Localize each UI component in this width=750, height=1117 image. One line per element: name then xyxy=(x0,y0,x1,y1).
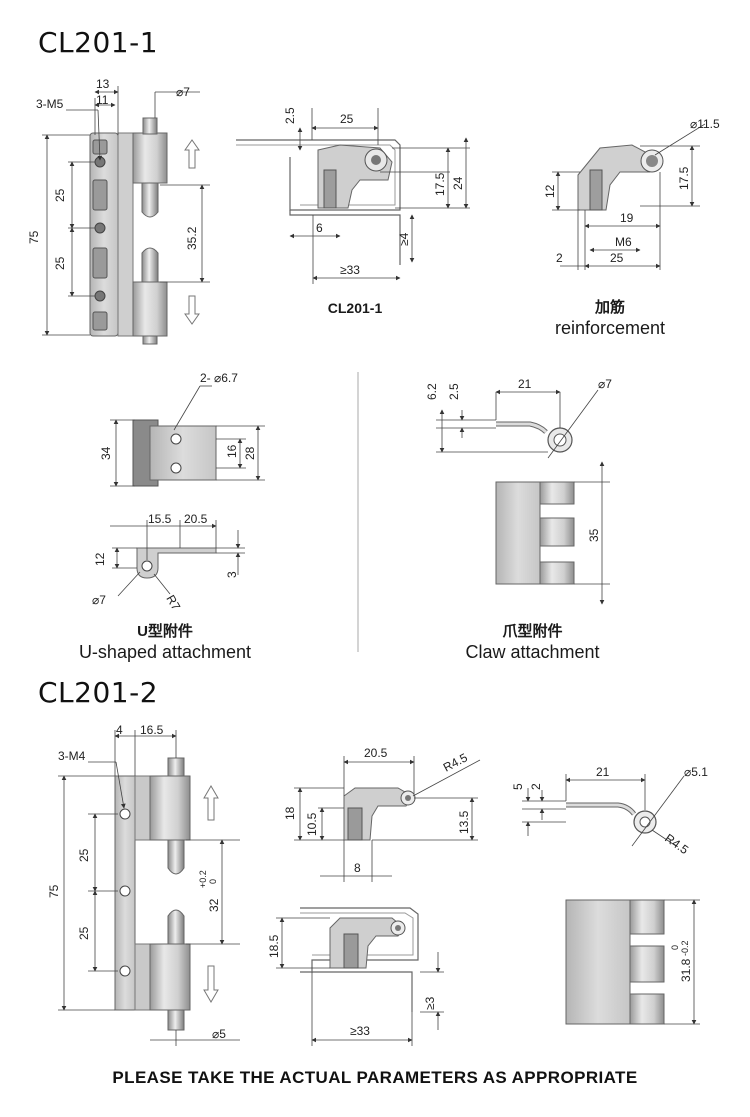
caption-reinforcement-en: reinforcement xyxy=(554,318,666,338)
caption-claw-en: Claw attachment xyxy=(465,642,600,662)
cl201-2-claw-side-view: 5 2 21 ⌀5.1 R4.5 xyxy=(511,765,708,857)
dim-3: 3 xyxy=(225,571,239,578)
dim-19: 19 xyxy=(620,211,634,225)
dim-4: 4 xyxy=(116,723,123,737)
dim-11: 11 xyxy=(96,93,109,107)
dim-d11-5: ⌀11.5 xyxy=(690,117,720,131)
dim-75-2: 75 xyxy=(47,884,61,898)
dim-25-2b: 25 xyxy=(77,926,91,940)
dim-13: 13 xyxy=(96,77,110,91)
dim-18-5: 18.5 xyxy=(267,934,281,958)
dim-31-8: 31.8 xyxy=(679,958,693,982)
dim-3m4: 3-M4 xyxy=(58,749,86,763)
dim-35-2: 35.2 xyxy=(185,226,199,250)
cl201-2-side-view-top: 20.5 R4.5 18 10.5 13.5 8 xyxy=(283,746,481,882)
dim-34: 34 xyxy=(99,446,113,460)
dim-17-5: 17.5 xyxy=(433,172,447,196)
dim-r4-5: R4.5 xyxy=(441,750,470,774)
dim-6-2: 6.2 xyxy=(425,383,439,400)
dim-35: 35 xyxy=(587,528,601,542)
dim-d5: ⌀5 xyxy=(212,1027,226,1041)
dim-16: 16 xyxy=(225,444,239,458)
u-attachment-side-view: 15.5 20.5 12 3 ⌀7 R7 xyxy=(92,512,245,613)
dim-r4-5-2: R4.5 xyxy=(662,831,691,857)
dim-d7: ⌀7 xyxy=(176,85,190,99)
dim-13-5: 13.5 xyxy=(457,810,471,834)
dim-2-c2: 2 xyxy=(529,783,543,790)
cl201-1-front-view: 13 11 3-M5 ⌀7 75 25 25 35.2 xyxy=(27,77,210,345)
cl201-2-front-view: 3-M4 4 16.5 75 25 25 32 +0.2 0 ⌀5 xyxy=(47,723,240,1046)
dim-d7-c: ⌀7 xyxy=(598,377,612,391)
dim-ge3: ≥3 xyxy=(423,996,437,1010)
dim-m6: M6 xyxy=(615,235,632,249)
dim-31-8-tol-minus: -0.2 xyxy=(680,940,690,956)
dim-28: 28 xyxy=(243,446,257,460)
dim-d7-u: ⌀7 xyxy=(92,593,106,607)
dim-25-2a: 25 xyxy=(77,848,91,862)
cl201-2-claw-front-view: 31.8 0 -0.2 xyxy=(565,899,700,1025)
dim-18: 18 xyxy=(283,806,297,820)
dim-32: 32 xyxy=(207,898,221,912)
cl201-1-side-view: 25 2.5 17.5 24 6 ≥4 ≥33 xyxy=(236,107,470,284)
dim-2: 2 xyxy=(556,251,563,265)
cl201-2-side-view-bottom: 18.5 ≥3 ≥33 xyxy=(267,907,444,1046)
cl201-1-title: CL201-1 xyxy=(38,26,159,59)
dim-12: 12 xyxy=(543,184,557,198)
dim-ge4: ≥4 xyxy=(397,232,411,246)
claw-attachment-side-view: 6.2 2.5 21 ⌀7 xyxy=(425,377,612,459)
caption-reinforcement-cn: 加筋 xyxy=(594,299,625,316)
dim-20-5: 20.5 xyxy=(184,512,208,526)
dim-2-5: 2.5 xyxy=(283,107,297,124)
dim-r7: R7 xyxy=(163,593,183,614)
claw-attachment-front-view: 35 xyxy=(495,461,610,605)
dim-25: 25 xyxy=(340,112,354,126)
dim-25-bottom: 25 xyxy=(53,256,67,270)
caption-u-en: U-shaped attachment xyxy=(78,642,252,662)
dim-3m5: 3-M5 xyxy=(36,97,64,111)
dim-5: 5 xyxy=(511,783,525,790)
dim-ge33: ≥33 xyxy=(340,263,360,277)
dim-21: 21 xyxy=(518,377,532,391)
dim-25-r: 25 xyxy=(610,251,624,265)
cl201-2-title: CL201-2 xyxy=(38,676,159,709)
dim-15-5: 15.5 xyxy=(148,512,172,526)
dim-6: 6 xyxy=(316,221,323,235)
dim-25-top: 25 xyxy=(53,188,67,202)
dim-d5-1: ⌀5.1 xyxy=(684,765,708,779)
dim-20-5-2: 20.5 xyxy=(364,746,388,760)
caption-claw-attachment: 爪型附件 Claw attachment xyxy=(420,622,645,662)
dim-31-8-tol-zero: 0 xyxy=(670,945,680,950)
caption-reinforcement: 加筋 reinforcement xyxy=(530,298,690,338)
dim-21-2: 21 xyxy=(596,765,610,779)
dim-75: 75 xyxy=(27,230,41,244)
dim-32-tol-zero: 0 xyxy=(208,879,218,884)
caption-cl201-1-label: CL201-1 xyxy=(327,300,383,316)
caption-claw-cn: 爪型附件 xyxy=(502,623,563,640)
dim-24: 24 xyxy=(451,176,465,190)
dim-12-u: 12 xyxy=(93,552,107,566)
dim-32-tol-plus: +0.2 xyxy=(198,870,208,888)
caption-u-cn: U型附件 xyxy=(137,623,193,640)
dim-8: 8 xyxy=(354,861,361,875)
dim-17-5-r: 17.5 xyxy=(677,166,691,190)
caption-cl201-1: CL201-1 xyxy=(300,298,410,318)
caption-u-attachment: U型附件 U-shaped attachment xyxy=(50,622,280,662)
dim-10-5: 10.5 xyxy=(305,812,319,836)
dim-16-5: 16.5 xyxy=(140,723,164,737)
dim-2-d6-7: 2- ⌀6.7 xyxy=(200,371,238,385)
dim-2-5-c: 2.5 xyxy=(447,383,461,400)
u-attachment-top-view: 2- ⌀6.7 34 16 28 xyxy=(99,371,265,487)
reinforcement-view: ⌀11.5 12 17.5 19 M6 2 25 xyxy=(543,117,720,270)
footer-note: PLEASE TAKE THE ACTUAL PARAMETERS AS APP… xyxy=(112,1068,638,1087)
dim-ge33-2: ≥33 xyxy=(350,1024,370,1038)
